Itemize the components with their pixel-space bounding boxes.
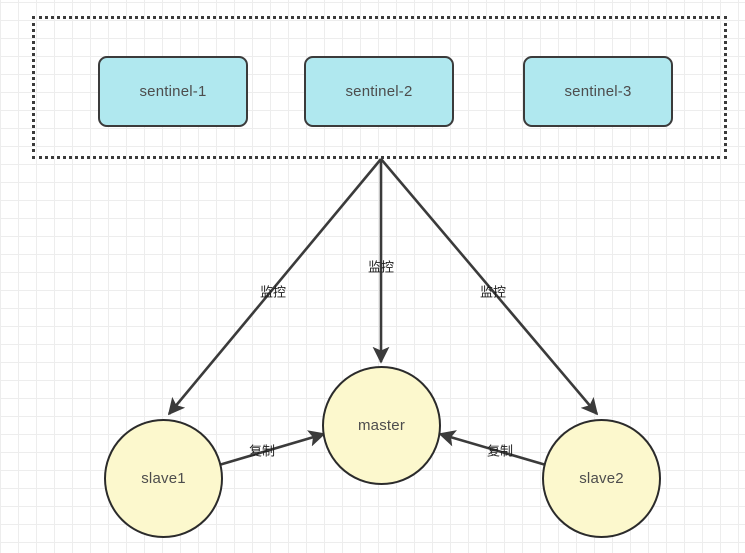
- node-slave1-label: slave1: [141, 470, 186, 487]
- sentinel-node-2-label: sentinel-2: [345, 83, 413, 100]
- sentinel-node-1-label: sentinel-1: [139, 83, 207, 100]
- edge-label-monitor-slave2: 监控: [479, 284, 507, 300]
- node-slave1[interactable]: slave1: [104, 419, 223, 538]
- node-slave2-label: slave2: [579, 470, 624, 487]
- sentinel-node-3-label: sentinel-3: [564, 83, 632, 100]
- edge-label-monitor-slave1: 监控: [259, 284, 287, 300]
- sentinel-node-3[interactable]: sentinel-3: [523, 56, 673, 127]
- sentinel-group-container: sentinel-1 sentinel-2 sentinel-3: [32, 16, 727, 159]
- edge-label-replicate-slave2: 复制: [486, 443, 514, 459]
- node-slave2[interactable]: slave2: [542, 419, 661, 538]
- edge-label-replicate-slave1: 复制: [248, 443, 276, 459]
- sentinel-node-2[interactable]: sentinel-2: [304, 56, 454, 127]
- edge-label-monitor-master: 监控: [367, 259, 395, 275]
- node-master-label: master: [357, 417, 406, 434]
- node-master[interactable]: master: [322, 366, 441, 485]
- sentinel-node-1[interactable]: sentinel-1: [98, 56, 248, 127]
